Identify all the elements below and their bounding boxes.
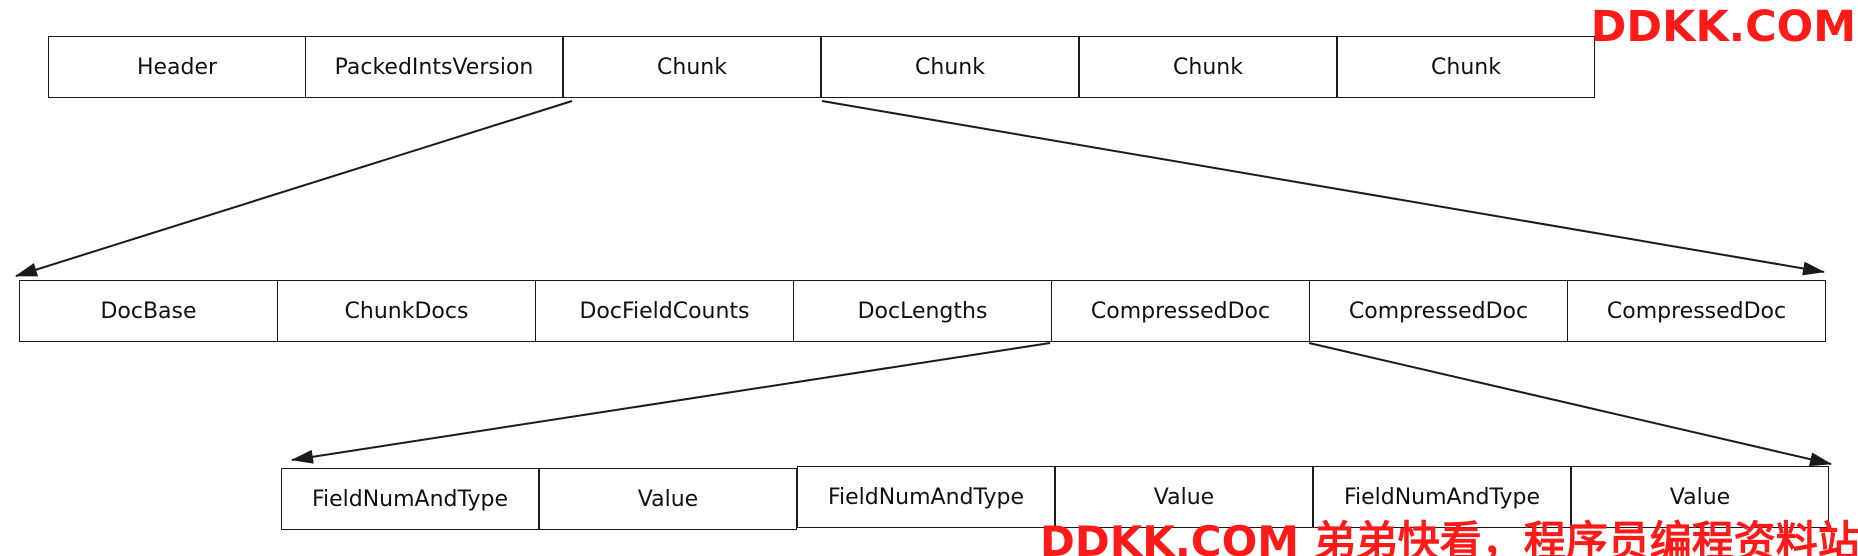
top-box-chunk-4: Chunk bbox=[1337, 36, 1595, 98]
arrow-chunk-left bbox=[15, 100, 573, 277]
middle-box-compressed-doc-1: CompressedDoc bbox=[1051, 280, 1310, 342]
middle-box-compressed-doc-2: CompressedDoc bbox=[1309, 280, 1568, 342]
middle-box-chunk-docs: ChunkDocs bbox=[277, 280, 536, 342]
middle-box-doc-field-counts: DocFieldCounts bbox=[535, 280, 794, 342]
bottom-box-value-2: Value bbox=[1055, 466, 1313, 528]
middle-box-doc-base: DocBase bbox=[19, 280, 278, 342]
bottom-box-field-num-and-type-3: FieldNumAndType bbox=[1313, 466, 1571, 528]
arrow-compressed-right bbox=[1308, 342, 1832, 467]
middle-box-doc-lengths: DocLengths bbox=[793, 280, 1052, 342]
bottom-box-value-3: Value bbox=[1571, 466, 1829, 528]
arrow-chunk-right bbox=[821, 100, 1825, 276]
top-box-header: Header bbox=[48, 36, 306, 98]
top-box-chunk-3: Chunk bbox=[1079, 36, 1337, 98]
bottom-box-value-1: Value bbox=[539, 468, 797, 530]
watermark-top: DDKK.COM bbox=[1590, 2, 1856, 52]
top-box-chunk-1: Chunk bbox=[563, 36, 821, 98]
top-box-packed-ints-version: PackedIntsVersion bbox=[305, 36, 563, 98]
middle-box-compressed-doc-3: CompressedDoc bbox=[1567, 280, 1826, 342]
bottom-box-field-num-and-type-1: FieldNumAndType bbox=[281, 468, 539, 530]
arrow-compressed-left bbox=[291, 342, 1051, 464]
top-box-chunk-2: Chunk bbox=[821, 36, 1079, 98]
watermark-bottom: DDKK.COM 弟弟快看，程序员编程资料站 bbox=[1040, 517, 1858, 556]
bottom-box-field-num-and-type-2: FieldNumAndType bbox=[797, 466, 1055, 528]
